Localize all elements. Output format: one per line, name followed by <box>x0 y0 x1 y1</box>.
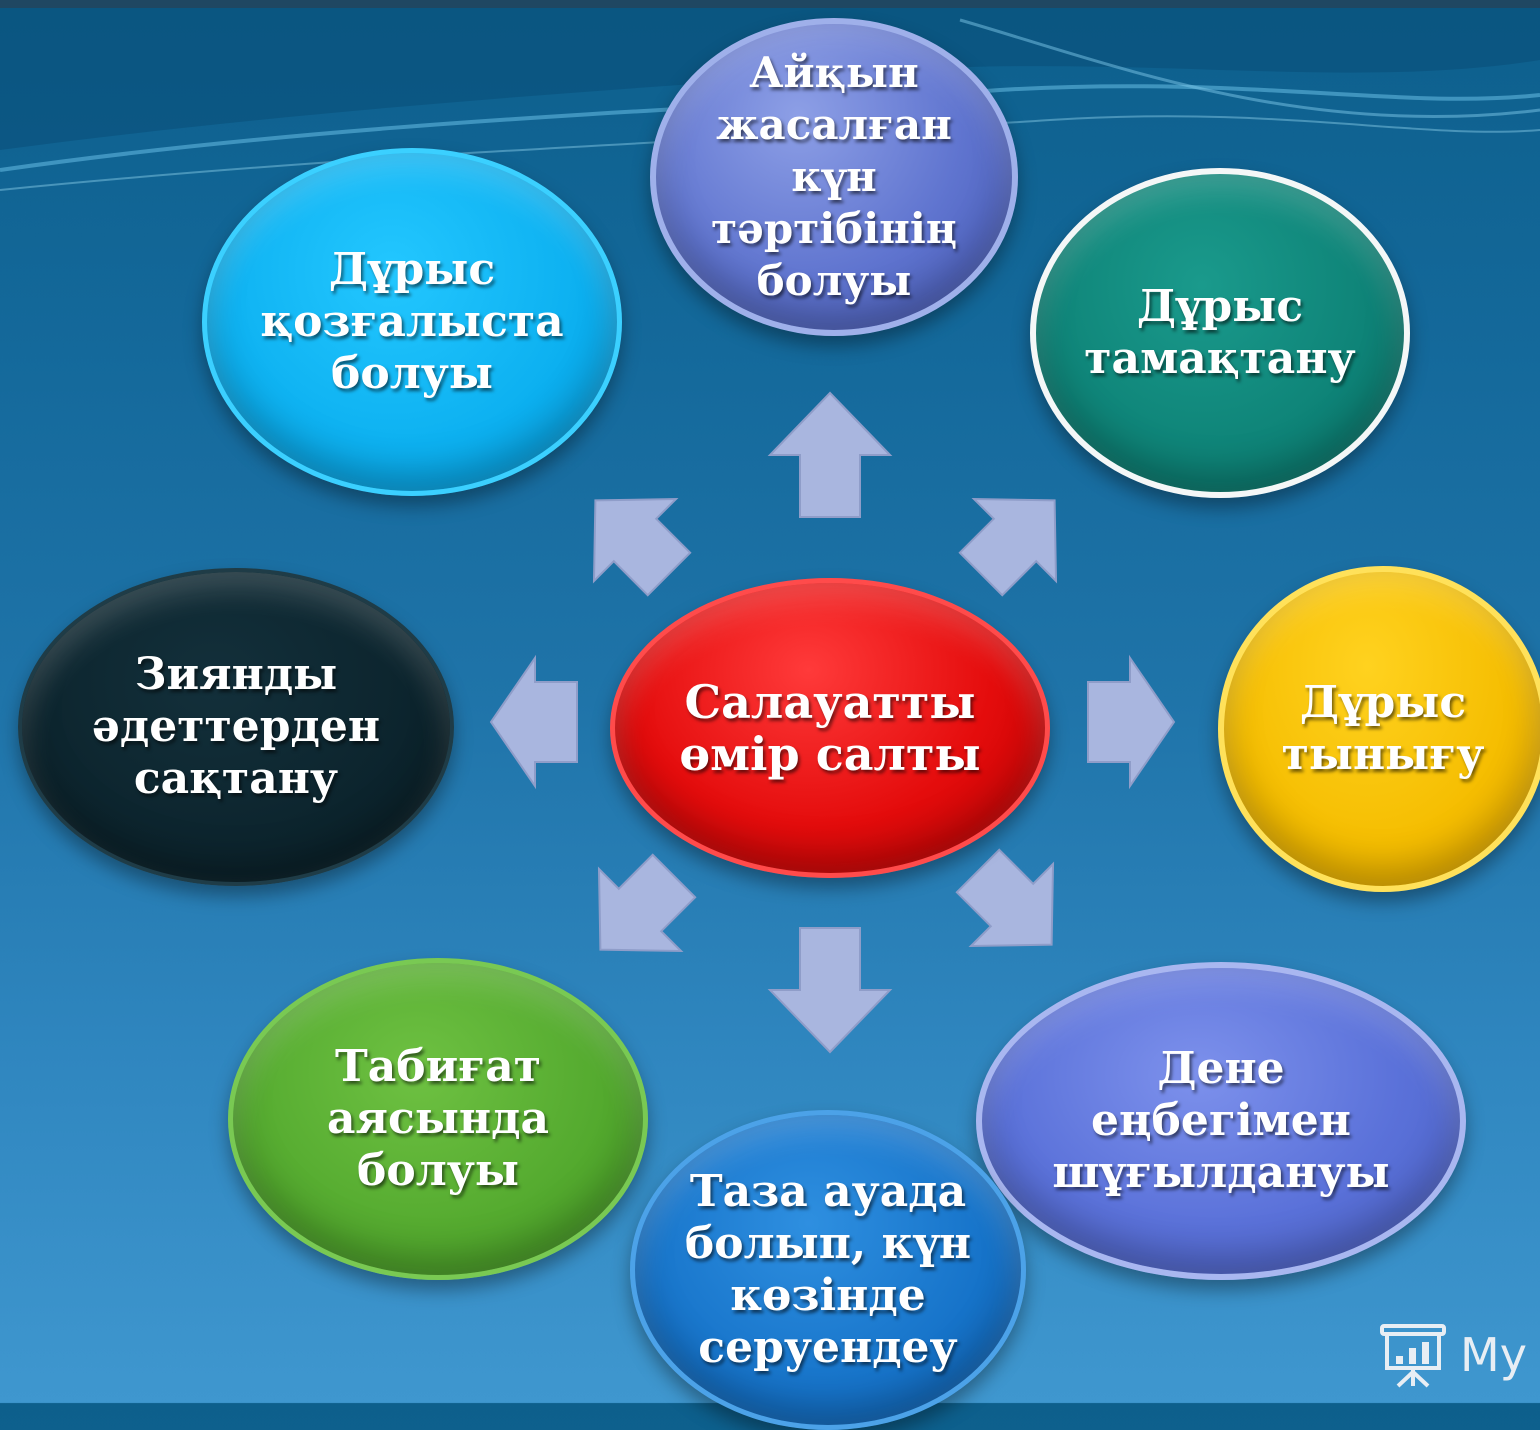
node-in-nature-label: Табиғат аясында болуы <box>327 1041 549 1196</box>
arrow-down <box>767 927 893 1054</box>
node-avoid-bad-habits: Зиянды әдеттерден сақтану <box>18 568 454 886</box>
node-healthy-lifestyle-label: Салауатты өмір салты <box>679 675 981 781</box>
arrow-up-right <box>958 497 1058 597</box>
node-proper-nutrition-label: Дұрыс тамақтану <box>1084 281 1356 384</box>
arrow-down-left <box>597 853 697 953</box>
watermark-text: My <box>1460 1328 1527 1382</box>
presentation-board-icon <box>1380 1324 1446 1388</box>
node-fresh-air-walk-label: Таза ауада болып, күн көзінде серуендеу <box>684 1166 972 1373</box>
arrow-up-left <box>592 497 692 597</box>
node-physical-labor: Дене еңбегімен шұғылдануы <box>976 962 1466 1280</box>
node-proper-nutrition: Дұрыс тамақтану <box>1030 168 1410 498</box>
node-proper-movement: Дұрыс қозғалыста болуы <box>202 148 622 496</box>
node-proper-rest: Дұрыс тынығу <box>1218 566 1540 892</box>
arrow-left <box>489 654 578 790</box>
node-avoid-bad-habits-label: Зиянды әдеттерден сақтану <box>91 649 381 804</box>
node-in-nature: Табиғат аясында болуы <box>228 958 648 1280</box>
arrow-right <box>1087 654 1176 790</box>
node-proper-movement-label: Дұрыс қозғалыста болуы <box>260 244 564 399</box>
node-daily-schedule: Айқын жасалған күн тәртібінің болуы <box>650 18 1018 336</box>
node-daily-schedule-label: Айқын жасалған күн тәртібінің болуы <box>711 48 957 305</box>
node-proper-rest-label: Дұрыс тынығу <box>1281 677 1485 780</box>
arrow-down-right <box>955 848 1055 948</box>
node-physical-labor-label: Дене еңбегімен шұғылдануы <box>1052 1043 1390 1198</box>
watermark: My <box>1378 1320 1527 1390</box>
node-fresh-air-walk: Таза ауада болып, күн көзінде серуендеу <box>630 1110 1026 1430</box>
arrow-up <box>767 391 893 518</box>
node-healthy-lifestyle-center: Салауатты өмір салты <box>610 578 1050 878</box>
